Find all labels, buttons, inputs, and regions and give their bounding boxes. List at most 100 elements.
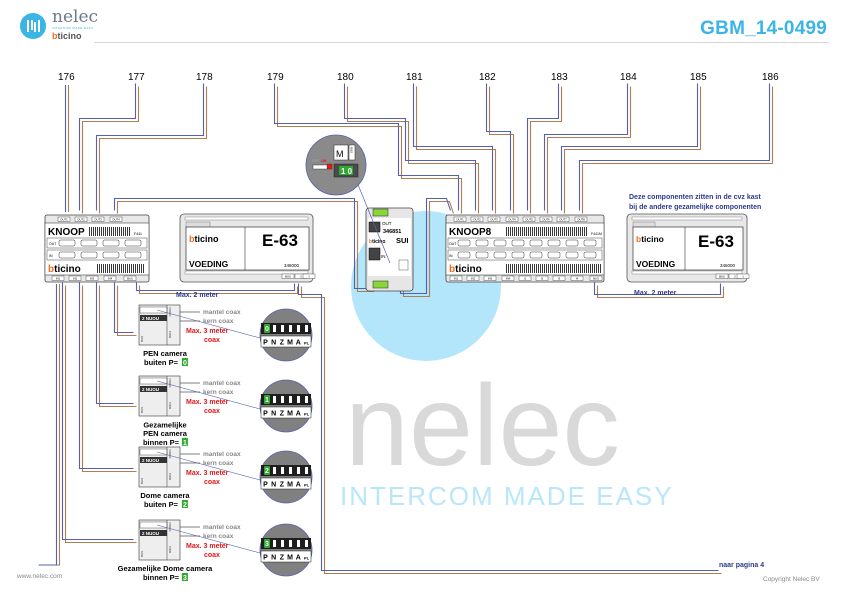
barcode-bar (524, 227, 525, 236)
psu-left-distance: Max. 2 meter (176, 292, 219, 299)
port-label: OUT7 (559, 218, 567, 222)
barcode-bar (536, 264, 537, 273)
barcode-bar (135, 264, 136, 273)
header-divider (94, 42, 829, 43)
dip-letter: PL (304, 556, 310, 561)
dip-letter: PL (304, 412, 310, 417)
website-link[interactable]: www.nelec.com (17, 573, 63, 580)
barcode-bar (550, 264, 551, 273)
sui-in-label: IN (381, 254, 386, 259)
port-out6 (539, 216, 553, 222)
barcode-bar (588, 264, 589, 273)
camera-name-line: Dome camera (140, 491, 190, 500)
port-label: 1 (308, 275, 310, 279)
wire-cam0-brown (116, 285, 137, 337)
cvz-note-line1: Deze componenten zitten in de cvz kast (629, 194, 762, 201)
port-bus (715, 273, 729, 279)
in-button (102, 251, 120, 259)
coax-shield-label: mantel coax (203, 524, 241, 531)
barcode-bar (113, 227, 114, 236)
camera-bus-label: BUS (140, 336, 144, 342)
barcode-bar (125, 227, 126, 236)
coax-max-length: Max. 3 meter (186, 328, 229, 335)
wire-180-blue (343, 83, 477, 211)
dip-letter: M (287, 555, 293, 562)
out-button (529, 239, 543, 247)
coax-shield-label: mantel coax (203, 451, 241, 458)
barcode-bar (552, 227, 553, 236)
barcode-bar (121, 227, 122, 236)
camera-name-line: Gezamelijke (143, 421, 186, 430)
knoop4-model: F441 (134, 232, 142, 236)
wire-to-page4-brown (300, 286, 722, 575)
port-in2 (68, 275, 82, 281)
sui-detail-side: BUS (350, 147, 354, 153)
port-in1 (449, 275, 463, 281)
dip-letter: N (271, 482, 276, 489)
out-button (565, 239, 579, 247)
barcode-bar (117, 227, 118, 236)
port-label: BUS (593, 277, 599, 281)
barcode-bar (594, 264, 595, 273)
sui-detail-off: OFF (312, 159, 319, 163)
barcode-bar (586, 227, 587, 236)
camera-pwr-label: PWR (168, 546, 172, 554)
port-1 (736, 273, 750, 279)
barcode-bar (137, 264, 138, 273)
barcode-bar (562, 227, 563, 236)
camera-dip-address: 1 (265, 397, 269, 404)
barcode-bar (119, 227, 120, 236)
barcode-bar (522, 227, 523, 236)
sui-detail-m: M (336, 149, 344, 159)
coax-max-length: Max. 3 meter (186, 399, 229, 406)
psu-left-brand: bticino (189, 234, 219, 244)
barcode-bar (95, 227, 96, 236)
barcode-bar (522, 264, 523, 273)
barcode-bar (506, 227, 507, 236)
psu-left-label: VOEDING (189, 259, 229, 269)
in-button (529, 251, 543, 259)
camera-module-label: 2 NUOU (142, 387, 159, 392)
barcode-bar (512, 264, 513, 273)
camera-module-label: 2 NUOU (142, 458, 159, 463)
camera-video-label: VIDEO (168, 378, 172, 388)
coax-core-label: kern coax (203, 389, 234, 396)
psu-right-model: E-63 (698, 232, 734, 251)
barcode-bar (598, 264, 599, 273)
port-label: I4 (576, 277, 579, 281)
sui-part: 346851 (383, 229, 401, 235)
barcode-bar (101, 227, 102, 236)
wire-179-brown (276, 86, 463, 214)
port-label: OUT1 (60, 218, 68, 222)
barcode-bar (123, 227, 124, 236)
camera-name-line: Gezamelijke Dome camera (118, 564, 213, 573)
barcode-bar (115, 227, 116, 236)
barcode-bar (534, 264, 535, 273)
psu-right-label: VOEDING (636, 259, 676, 269)
barcode-bar (556, 264, 557, 273)
wire-sui-k8-brown (402, 200, 455, 298)
port-label: OUT8 (577, 218, 585, 222)
bticino-logo-rest: ticino (57, 31, 82, 41)
psu-right-part: 346000 (720, 263, 736, 268)
barcode-bar (143, 264, 144, 273)
barcode-bar (105, 264, 106, 273)
barcode-bar (548, 264, 549, 273)
port-out4 (505, 216, 519, 222)
knoop8-model: F441M (591, 232, 602, 236)
port-out7 (556, 216, 570, 222)
camera-dip-bubble (259, 379, 313, 433)
coax-max-length-unit: coax (204, 337, 220, 344)
barcode-bar (129, 227, 130, 236)
bticino-logo: bticino (52, 31, 82, 41)
camera-video-label: VIDEO (168, 449, 172, 459)
port-label: I2 (541, 277, 544, 281)
barcode-bar (558, 264, 559, 273)
knoop8-in-label: IN (449, 254, 453, 258)
barcode-bar (107, 264, 108, 273)
next-page-note[interactable]: naar pagina 4 (719, 562, 764, 569)
barcode-bar (580, 227, 581, 236)
